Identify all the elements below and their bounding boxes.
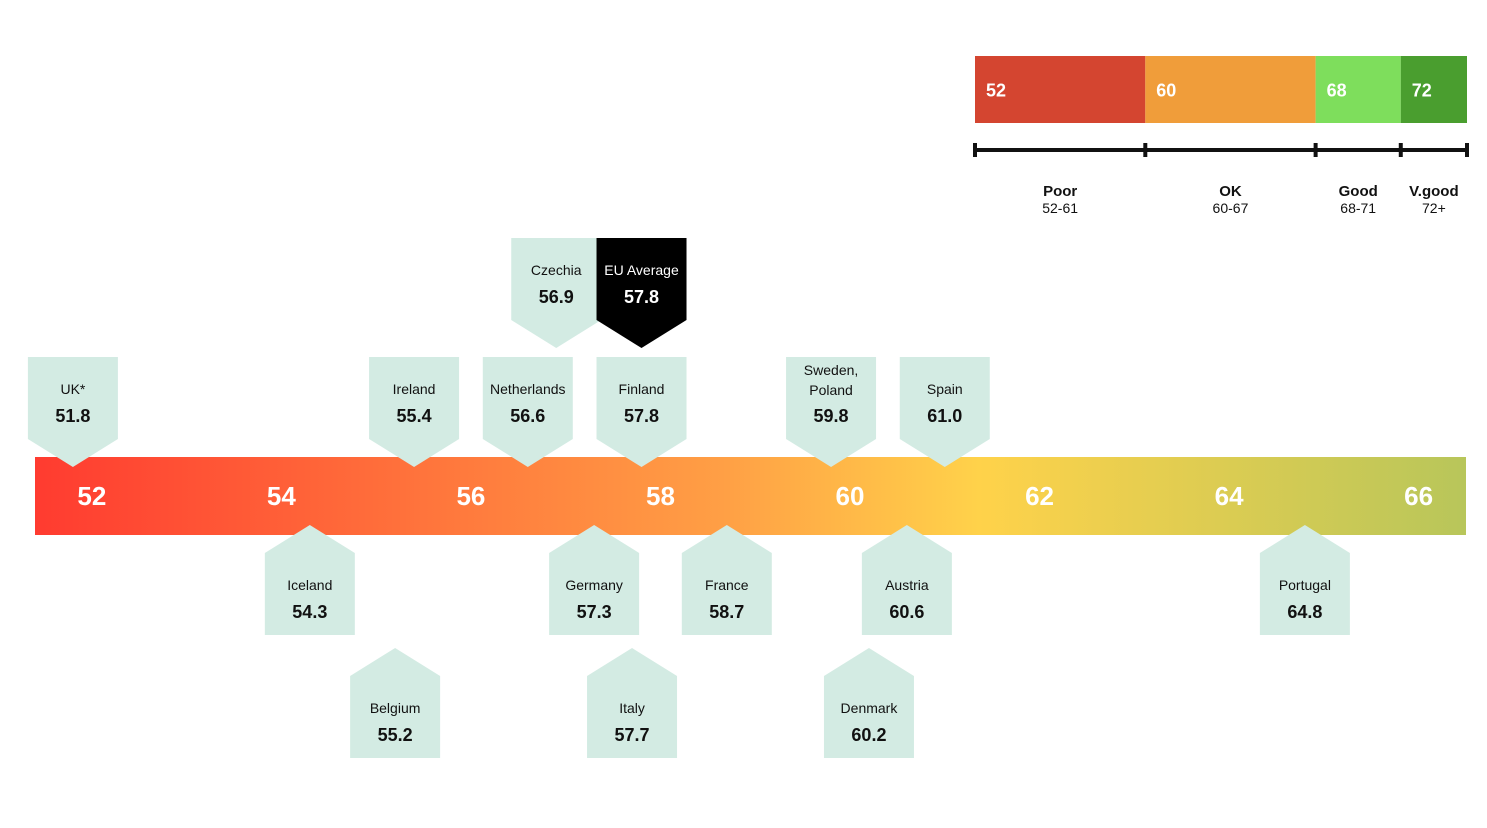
marker-eu-average: EU Average 57.8 xyxy=(596,238,687,348)
marker-shape xyxy=(511,238,602,348)
tick-label: 62 xyxy=(1025,481,1054,511)
marker-netherlands: Netherlands 56.6 xyxy=(482,357,573,467)
marker-value: 56.9 xyxy=(539,287,574,307)
legend-band-ok xyxy=(1145,56,1316,123)
marker-shape xyxy=(681,525,772,635)
marker-denmark: Denmark 60.2 xyxy=(823,648,914,758)
legend-band-range: 60-67 xyxy=(1213,200,1249,216)
marker-italy: Italy 57.7 xyxy=(587,648,678,758)
legend-band-start: 52 xyxy=(986,81,1006,101)
country-markers: UK* 51.8 Ireland 55.4 Netherlands 56.6 Czechia… xyxy=(27,238,1350,758)
marker-value: 60.2 xyxy=(851,725,886,745)
tick-label: 58 xyxy=(646,481,675,511)
legend-band-good xyxy=(1315,56,1401,123)
marker-value: 55.2 xyxy=(378,725,413,745)
marker-shape xyxy=(596,238,687,348)
marker-spain: Spain 61.0 xyxy=(899,357,990,467)
marker-value: 57.7 xyxy=(615,725,650,745)
marker-shape xyxy=(786,357,877,467)
marker-value: 60.6 xyxy=(889,602,924,622)
marker-label: UK* xyxy=(60,381,85,397)
marker-ireland: Ireland 55.4 xyxy=(369,357,460,467)
tick-label: 66 xyxy=(1404,481,1433,511)
marker-value: 59.8 xyxy=(814,406,849,426)
legend-band-start: 68 xyxy=(1327,81,1347,101)
marker-label: Belgium xyxy=(370,700,421,716)
marker-value: 57.3 xyxy=(577,602,612,622)
marker-value: 57.8 xyxy=(624,287,659,307)
marker-value: 58.7 xyxy=(709,602,744,622)
marker-france: France 58.7 xyxy=(681,525,772,635)
marker-finland: Finland 57.8 xyxy=(596,357,687,467)
marker-value: 51.8 xyxy=(55,406,90,426)
legend-band-range: 68-71 xyxy=(1340,200,1376,216)
marker-belgium: Belgium 55.2 xyxy=(350,648,441,758)
gradient-bar xyxy=(35,457,1466,535)
marker-value: 61.0 xyxy=(927,406,962,426)
marker-label: EU Average xyxy=(604,262,679,278)
marker-sweden-poland: Sweden,Poland 59.8 xyxy=(786,357,877,467)
marker-label: Czechia xyxy=(531,262,582,278)
legend-band-start: 72 xyxy=(1412,81,1432,101)
legend-band-range: 72+ xyxy=(1422,200,1446,216)
marker-value: 57.8 xyxy=(624,406,659,426)
marker-label: Denmark xyxy=(841,700,899,716)
legend-band-start: 60 xyxy=(1156,81,1176,101)
marker-label: Netherlands xyxy=(490,381,566,397)
marker-shape xyxy=(27,357,118,467)
tick-label: 54 xyxy=(267,481,296,511)
marker-label: Germany xyxy=(565,577,623,593)
marker-shape xyxy=(861,525,952,635)
legend-band-range: 52-61 xyxy=(1042,200,1078,216)
marker-czechia: Czechia 56.9 xyxy=(511,238,602,348)
marker-label: Iceland xyxy=(287,577,332,593)
marker-shape xyxy=(823,648,914,758)
marker-label: Spain xyxy=(927,381,963,397)
legend-band-v-good xyxy=(1400,56,1467,123)
marker-shape xyxy=(350,648,441,758)
marker-label: Portugal xyxy=(1279,577,1331,593)
marker-value: 56.6 xyxy=(510,406,545,426)
marker-shape xyxy=(899,357,990,467)
marker-label: Ireland xyxy=(393,381,436,397)
tick-label: 52 xyxy=(77,481,106,511)
legend-band-name: Poor xyxy=(1043,183,1077,200)
marker-label: Austria xyxy=(885,577,929,593)
legend-band-name: Good xyxy=(1339,183,1378,200)
marker-shape xyxy=(549,525,640,635)
marker-value: 55.4 xyxy=(397,406,432,426)
score-axis: 52 54 56 58 60 62 64 66 xyxy=(35,457,1466,535)
marker-shape xyxy=(482,357,573,467)
legend-band-poor xyxy=(975,56,1146,123)
marker-uk: UK* 51.8 xyxy=(27,357,118,467)
marker-label: Italy xyxy=(619,700,645,716)
marker-iceland: Iceland 54.3 xyxy=(264,525,355,635)
marker-label: Sweden,Poland xyxy=(804,362,858,398)
tick-label: 64 xyxy=(1215,481,1244,511)
marker-austria: Austria 60.6 xyxy=(861,525,952,635)
marker-label: France xyxy=(705,577,749,593)
marker-shape xyxy=(264,525,355,635)
legend-band-name: OK xyxy=(1219,183,1242,200)
marker-value: 54.3 xyxy=(292,602,327,622)
marker-germany: Germany 57.3 xyxy=(549,525,640,635)
marker-label: Finland xyxy=(619,381,665,397)
marker-shape xyxy=(587,648,678,758)
marker-shape xyxy=(596,357,687,467)
marker-portugal: Portugal 64.8 xyxy=(1259,525,1350,635)
tick-label: 56 xyxy=(456,481,485,511)
marker-shape xyxy=(369,357,460,467)
marker-shape xyxy=(1259,525,1350,635)
tick-label: 60 xyxy=(836,481,865,511)
legend-band-name: V.good xyxy=(1409,183,1458,200)
marker-value: 64.8 xyxy=(1287,602,1322,622)
